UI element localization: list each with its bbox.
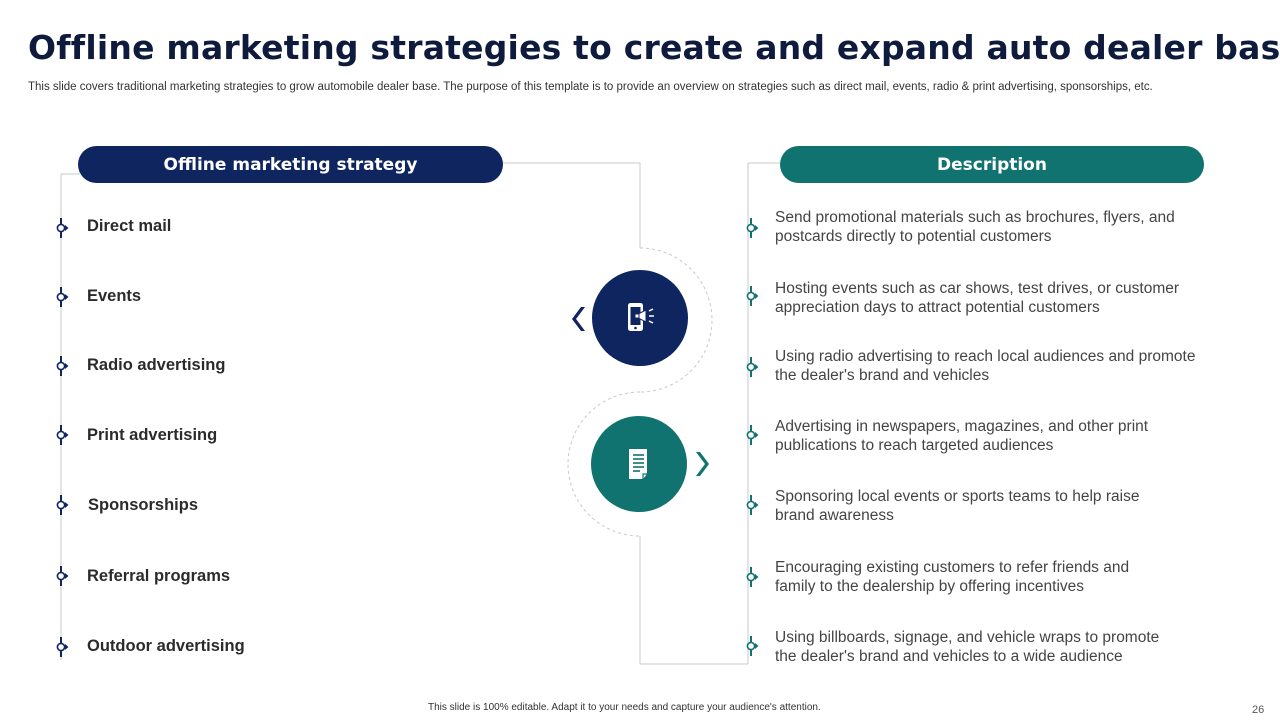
- description-line: Using radio advertising to reach local a…: [775, 348, 1196, 365]
- chevron-right-icon: [696, 452, 709, 476]
- bullet-node-icon: [746, 357, 759, 377]
- description-line: family to the dealership by offering inc…: [775, 578, 1085, 595]
- slide-title: Offline marketing strategies to create a…: [28, 28, 1280, 67]
- slide-footer: This slide is 100% editable. Adapt it to…: [428, 702, 821, 713]
- strategy-item: Events: [87, 287, 142, 305]
- description-item: Sponsoring local events or sports teams …: [775, 487, 1215, 525]
- bullet-node-icon: [56, 287, 69, 307]
- description-item: Encouraging existing customers to refer …: [775, 558, 1215, 596]
- strategy-item: Sponsorships: [88, 496, 199, 514]
- bullet-node-icon: [746, 636, 759, 656]
- strategy-item: Referral programs: [87, 567, 231, 585]
- description-line: appreciation days to attract potential c…: [775, 299, 1100, 316]
- description-line: brand awareness: [775, 507, 894, 524]
- document-circle: [591, 416, 687, 512]
- description-line: the dealer's brand and vehicles: [775, 367, 990, 384]
- strategy-item: Print advertising: [87, 426, 218, 444]
- description-line: postcards directly to potential customer…: [775, 228, 1052, 245]
- mobile-megaphone-icon: [628, 303, 654, 331]
- description-line: Hosting events such as car shows, test d…: [775, 280, 1180, 297]
- description-item: Hosting events such as car shows, test d…: [775, 279, 1215, 317]
- strategy-header: Offline marketing strategy: [78, 146, 503, 183]
- page-number: 26: [1252, 704, 1265, 716]
- description-item: Send promotional materials such as broch…: [775, 208, 1215, 246]
- mobile-megaphone-circle: [592, 270, 688, 366]
- document-scroll-icon: [629, 449, 647, 479]
- description-line: Sponsoring local events or sports teams …: [775, 488, 1140, 505]
- bullet-node-icon: [746, 425, 759, 445]
- description-line: Using billboards, signage, and vehicle w…: [775, 629, 1160, 646]
- description-line: Send promotional materials such as broch…: [775, 209, 1175, 226]
- slide-subtitle: This slide covers traditional marketing …: [28, 81, 1153, 93]
- bullet-node-icon: [56, 356, 69, 376]
- strategy-item: Outdoor advertising: [87, 637, 245, 655]
- bullet-node-icon: [56, 495, 69, 515]
- strategy-item: Radio advertising: [87, 356, 226, 374]
- bullet-node-icon: [746, 495, 759, 515]
- bullet-node-icon: [746, 218, 759, 238]
- description-line: publications to reach targeted audiences: [775, 437, 1054, 454]
- chevron-left-icon: [572, 307, 585, 331]
- description-line: Encouraging existing customers to refer …: [775, 559, 1130, 576]
- bullet-node-icon: [746, 567, 759, 587]
- description-line: the dealer's brand and vehicles to a wid…: [775, 648, 1123, 665]
- description-item: Using billboards, signage, and vehicle w…: [775, 628, 1215, 666]
- strategy-item: Direct mail: [87, 217, 172, 235]
- description-line: Advertising in newspapers, magazines, an…: [775, 418, 1149, 435]
- bullet-node-icon: [56, 637, 69, 657]
- bullet-node-icon: [56, 425, 69, 445]
- bullet-node-icon: [56, 566, 69, 586]
- bullet-node-icon: [56, 218, 69, 238]
- description-item: Advertising in newspapers, magazines, an…: [775, 417, 1215, 455]
- bullet-node-icon: [746, 286, 759, 306]
- description-item: Using radio advertising to reach local a…: [775, 347, 1215, 385]
- description-header: Description: [780, 146, 1204, 183]
